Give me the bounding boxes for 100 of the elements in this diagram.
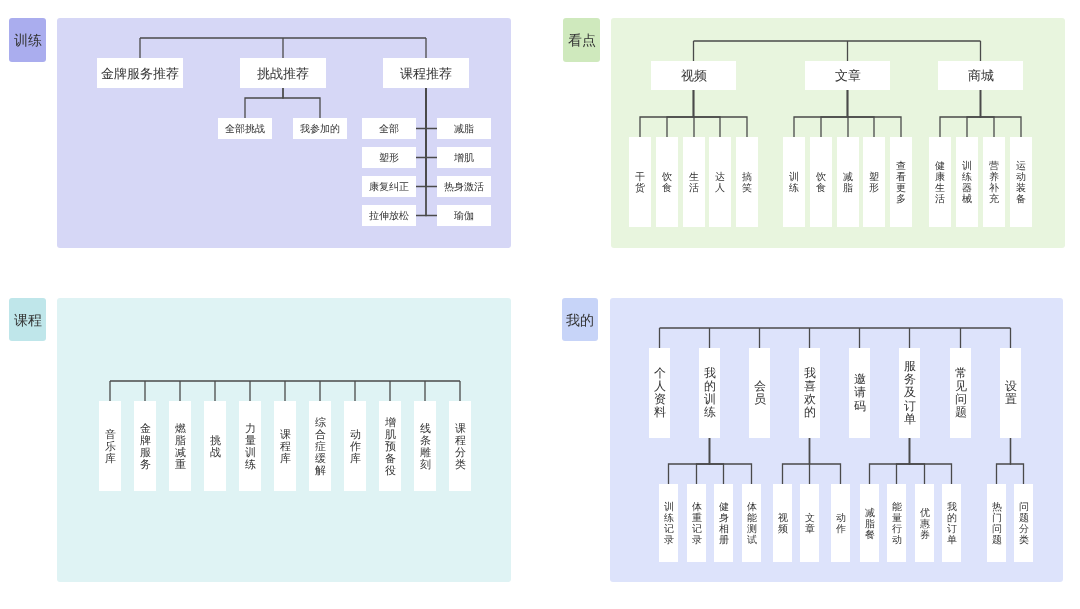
menu-item: 动作库	[344, 401, 366, 491]
menu-item: 减脂餐	[860, 484, 879, 562]
connector-line	[354, 380, 356, 402]
connector-line	[658, 327, 661, 349]
section-tab: 训练	[9, 18, 46, 62]
connector-line	[979, 89, 1022, 138]
connector-line	[908, 437, 953, 485]
connector-line	[179, 380, 181, 402]
menu-item: 全部挑战	[218, 118, 272, 139]
section-tab: 课程	[9, 298, 46, 341]
menu-item: 训练记录	[659, 484, 678, 562]
menu-item: 运动装备	[1010, 137, 1032, 227]
menu-item: 挑战推荐	[240, 58, 326, 88]
menu-item: 热门问题	[987, 484, 1006, 562]
connector-line	[808, 437, 842, 485]
menu-item: 达人	[709, 137, 731, 227]
menu-item: 视频	[773, 484, 792, 562]
connector-line	[1009, 327, 1012, 349]
connector-line	[424, 380, 426, 402]
menu-item: 文章	[800, 484, 819, 562]
menu-item: 视频	[651, 61, 736, 90]
menu-item: 文章	[805, 61, 890, 90]
connector-line	[692, 40, 982, 42]
connector-line	[846, 89, 902, 138]
menu-item: 课程推荐	[383, 58, 469, 88]
menu-item: 饮食	[656, 137, 678, 227]
connector-line	[758, 327, 761, 349]
menu-item: 线条雕刻	[414, 401, 436, 491]
menu-item: 查看更多	[890, 137, 912, 227]
connector-line	[692, 40, 695, 62]
connector-line	[214, 380, 216, 402]
menu-item: 力量训练	[239, 401, 261, 491]
menu-item: 减脂	[837, 137, 859, 227]
menu-item: 拉伸放松	[362, 205, 416, 226]
menu-item: 塑形	[863, 137, 885, 227]
menu-item: 瑜伽	[437, 205, 491, 226]
connector-line	[979, 40, 982, 62]
connector-line	[282, 37, 284, 59]
menu-item: 个人资料	[649, 348, 670, 438]
menu-item: 服务及订单	[899, 348, 920, 438]
connector-line	[808, 327, 811, 349]
connector-line	[658, 327, 1012, 329]
connector-line	[908, 327, 911, 349]
section-tab: 看点	[563, 18, 600, 62]
menu-item: 体重记录	[687, 484, 706, 562]
menu-item: 我参加的	[293, 118, 347, 139]
menu-item: 常见问题	[950, 348, 971, 438]
connector-line	[389, 380, 391, 402]
menu-item: 问题分类	[1014, 484, 1033, 562]
connector-line	[282, 87, 321, 119]
connector-line	[846, 40, 849, 62]
connector-line	[1009, 437, 1025, 485]
menu-item: 全部	[362, 118, 416, 139]
connector-line	[959, 327, 962, 349]
connector-line	[249, 380, 251, 402]
connector-line	[319, 380, 321, 402]
section-tab: 我的	[562, 298, 598, 341]
menu-item: 会员	[749, 348, 770, 438]
menu-item: 设置	[1000, 348, 1021, 438]
menu-item: 饮食	[810, 137, 832, 227]
connector-line	[109, 380, 461, 382]
menu-item: 营养补充	[983, 137, 1005, 227]
connector-line	[284, 380, 286, 402]
menu-item: 音乐库	[99, 401, 121, 491]
connector-line	[109, 380, 111, 402]
menu-item: 康复纠正	[362, 176, 416, 197]
connector-line	[144, 380, 146, 402]
connector-line	[692, 89, 748, 138]
section-panel	[611, 18, 1065, 248]
menu-item: 生活	[683, 137, 705, 227]
menu-item: 能量行动	[887, 484, 906, 562]
menu-item: 邀请码	[849, 348, 870, 438]
menu-item: 健身相册	[714, 484, 733, 562]
menu-item: 动作	[831, 484, 850, 562]
menu-item: 我的订单	[942, 484, 961, 562]
menu-item: 塑形	[362, 147, 416, 168]
menu-item: 我喜欢的	[799, 348, 820, 438]
menu-item: 干货	[629, 137, 651, 227]
menu-item: 优惠券	[915, 484, 934, 562]
connector-line	[708, 437, 753, 485]
section-panel	[57, 298, 511, 582]
menu-item: 增肌预备役	[379, 401, 401, 491]
menu-item: 体能测试	[742, 484, 761, 562]
menu-item: 热身激活	[437, 176, 491, 197]
section-panel	[610, 298, 1063, 582]
menu-item: 减脂	[437, 118, 491, 139]
connector-line	[139, 37, 141, 59]
menu-item: 健康生活	[929, 137, 951, 227]
menu-item: 课程分类	[449, 401, 471, 491]
connector-line	[425, 87, 438, 217]
menu-item: 综合症缓解	[309, 401, 331, 491]
menu-item: 搞笑	[736, 137, 758, 227]
menu-item: 训练	[783, 137, 805, 227]
section-panel	[57, 18, 511, 248]
connector-line	[708, 327, 711, 349]
menu-item: 挑战	[204, 401, 226, 491]
connector-line	[425, 37, 427, 59]
menu-item: 商城	[938, 61, 1023, 90]
connector-line	[459, 380, 461, 402]
menu-item: 金牌服务推荐	[97, 58, 183, 88]
